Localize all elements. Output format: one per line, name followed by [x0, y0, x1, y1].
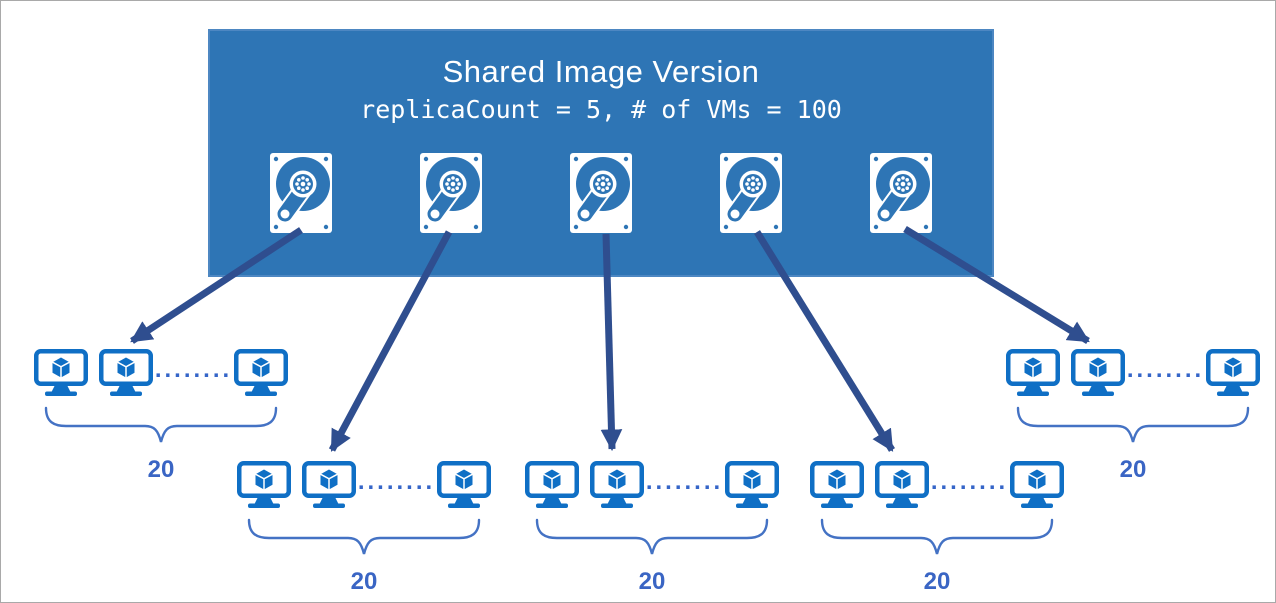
group-count-label: 20 — [923, 568, 951, 595]
replica-disk-icon — [870, 153, 932, 233]
diagram-title: Shared Image Version — [442, 54, 760, 89]
replica-disk-icon — [570, 153, 632, 233]
vm-icon — [237, 461, 291, 508]
vm-group-1: ........ 20 — [34, 349, 288, 482]
diagram-subtitle: replicaCount = 5, # of VMs = 100 — [360, 95, 842, 124]
vm-row: ........ — [237, 461, 491, 508]
vm-icon — [1071, 349, 1125, 396]
vm-icon — [875, 461, 929, 508]
vm-icon — [99, 349, 153, 396]
replica-disk-row — [210, 153, 992, 233]
brace-icon — [535, 518, 769, 555]
group-count-label: 20 — [1119, 456, 1147, 483]
brace-icon — [820, 518, 1054, 555]
vm-icon — [525, 461, 579, 508]
vm-icon — [302, 461, 356, 508]
ellipsis-dots: ........ — [154, 356, 233, 383]
ellipsis-dots: ........ — [930, 468, 1009, 495]
replica-disk-icon — [270, 153, 332, 233]
vm-row: ........ — [810, 461, 1064, 508]
group-count-label: 20 — [350, 568, 378, 595]
brace-icon — [1016, 406, 1250, 443]
vm-row: ........ — [525, 461, 779, 508]
vm-icon — [590, 461, 644, 508]
vm-icon — [34, 349, 88, 396]
ellipsis-dots: ........ — [645, 468, 724, 495]
replica-disk-icon — [720, 153, 782, 233]
brace-icon — [247, 518, 481, 555]
vm-row: ........ — [1006, 349, 1260, 396]
group-count-label: 20 — [638, 568, 666, 595]
vm-icon — [1010, 461, 1064, 508]
ellipsis-dots: ........ — [357, 468, 436, 495]
vm-icon — [1006, 349, 1060, 396]
brace-icon — [44, 406, 278, 443]
vm-group-4: ........ 20 — [810, 461, 1064, 594]
group-count-label: 20 — [147, 456, 175, 483]
vm-group-3: ........ 20 — [525, 461, 779, 594]
vm-group-5: ........ 20 — [1006, 349, 1260, 482]
vm-icon — [810, 461, 864, 508]
vm-icon — [437, 461, 491, 508]
vm-icon — [234, 349, 288, 396]
ellipsis-dots: ........ — [1126, 356, 1205, 383]
vm-icon — [725, 461, 779, 508]
replica-disk-icon — [420, 153, 482, 233]
vm-row: ........ — [34, 349, 288, 396]
shared-image-version-box: Shared Image Version replicaCount = 5, #… — [208, 29, 994, 277]
vm-group-2: ........ 20 — [237, 461, 491, 594]
vm-icon — [1206, 349, 1260, 396]
